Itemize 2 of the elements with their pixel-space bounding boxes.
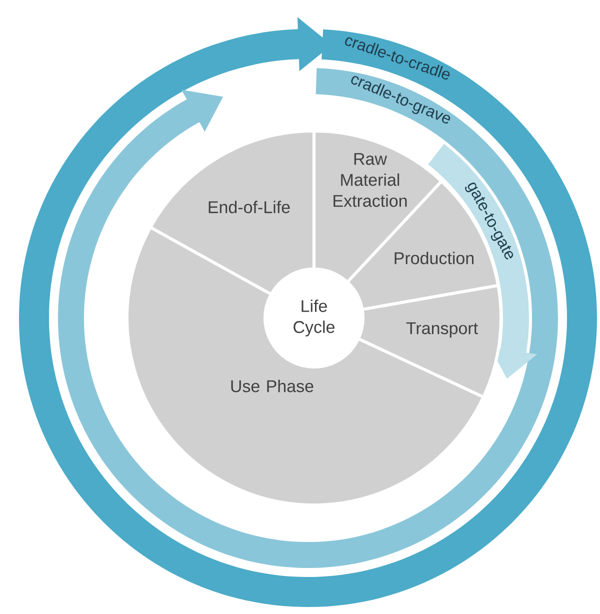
pie-slice: End-of-Life xyxy=(148,130,316,296)
pie-slice: Transport xyxy=(356,284,502,399)
